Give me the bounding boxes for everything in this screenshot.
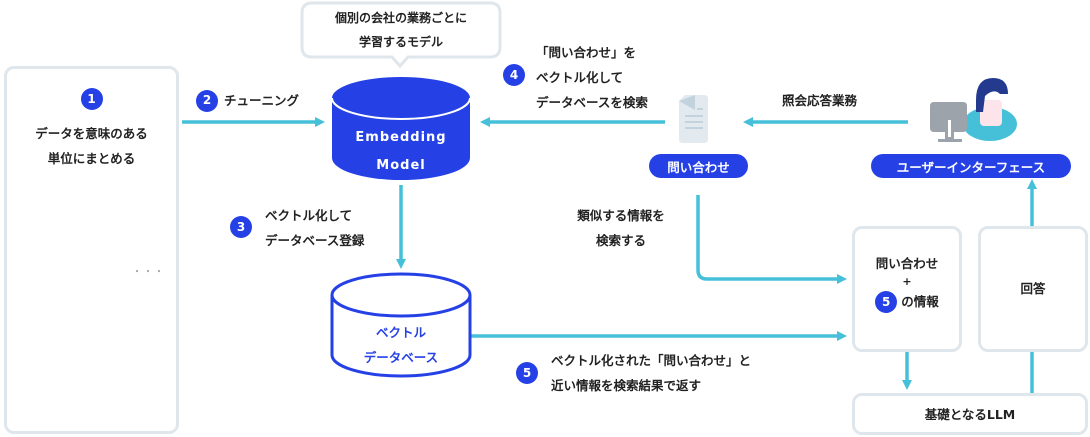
inquiry-document-icon	[679, 95, 708, 143]
arrow-inquiry-to-combined	[696, 195, 847, 284]
vector-db-line1: ベクトル	[375, 325, 426, 340]
inquiry-pill: 問い合わせ	[649, 154, 748, 178]
step1-badge: 1	[80, 88, 103, 110]
step2-label: チューニング	[224, 93, 300, 108]
user-at-computer-icon	[930, 78, 1017, 142]
step4-line2: ベクトル化して	[536, 70, 624, 85]
bubble-line1: 個別の会社の業務ごとに	[334, 11, 467, 25]
step3-line2: データベース登録	[265, 233, 365, 248]
similar-search-line1: 類似する情報を	[577, 208, 665, 223]
step1-line2: 単位にまとめる	[47, 151, 136, 166]
combined-plus: +	[902, 275, 912, 288]
step4-badge: 4	[503, 64, 525, 86]
combined-line1: 問い合わせ	[875, 256, 939, 271]
bubble-line2: 学習するモデル	[358, 35, 443, 49]
combined-step5-badge: 5	[875, 291, 898, 313]
step3-badge: 3	[230, 216, 252, 238]
combined-line3: の情報	[901, 294, 939, 309]
llm-label: 基礎となるLLM	[924, 407, 1016, 422]
ellipsis-label: ・・・	[132, 267, 165, 278]
step1-line1: データを意味のある	[35, 126, 148, 141]
embedding-model-line1: Embedding	[355, 130, 447, 145]
step5-badge: 5	[516, 362, 538, 384]
step1-panel	[4, 66, 179, 434]
embedding-model-line2: Model	[376, 158, 426, 173]
user-interface-pill: ユーザーインターフェース	[871, 154, 1071, 178]
step4-line3: データベースを検索	[536, 95, 648, 110]
step2-badge: 2	[196, 89, 218, 112]
step4-line1: 「問い合わせ」を	[536, 45, 637, 60]
answer-label: 回答	[1020, 281, 1046, 296]
answer-box	[978, 226, 1088, 352]
step5-line1: ベクトル化された「問い合わせ」と	[551, 353, 752, 368]
vector-db-line2: データベース	[363, 350, 439, 365]
vector-db-cylinder	[330, 272, 472, 378]
llm-box	[852, 393, 1088, 435]
step5-line2: 近い情報を検索結果で返す	[551, 378, 702, 393]
embedding-model-cylinder	[331, 77, 471, 180]
combined-inquiry-box	[852, 226, 962, 352]
inquiry-task-label: 照会応答業務	[782, 93, 858, 108]
step3-line1: ベクトル化して	[265, 208, 353, 223]
speech-bubble	[300, 1, 502, 69]
similar-search-line2: 検索する	[595, 233, 646, 248]
